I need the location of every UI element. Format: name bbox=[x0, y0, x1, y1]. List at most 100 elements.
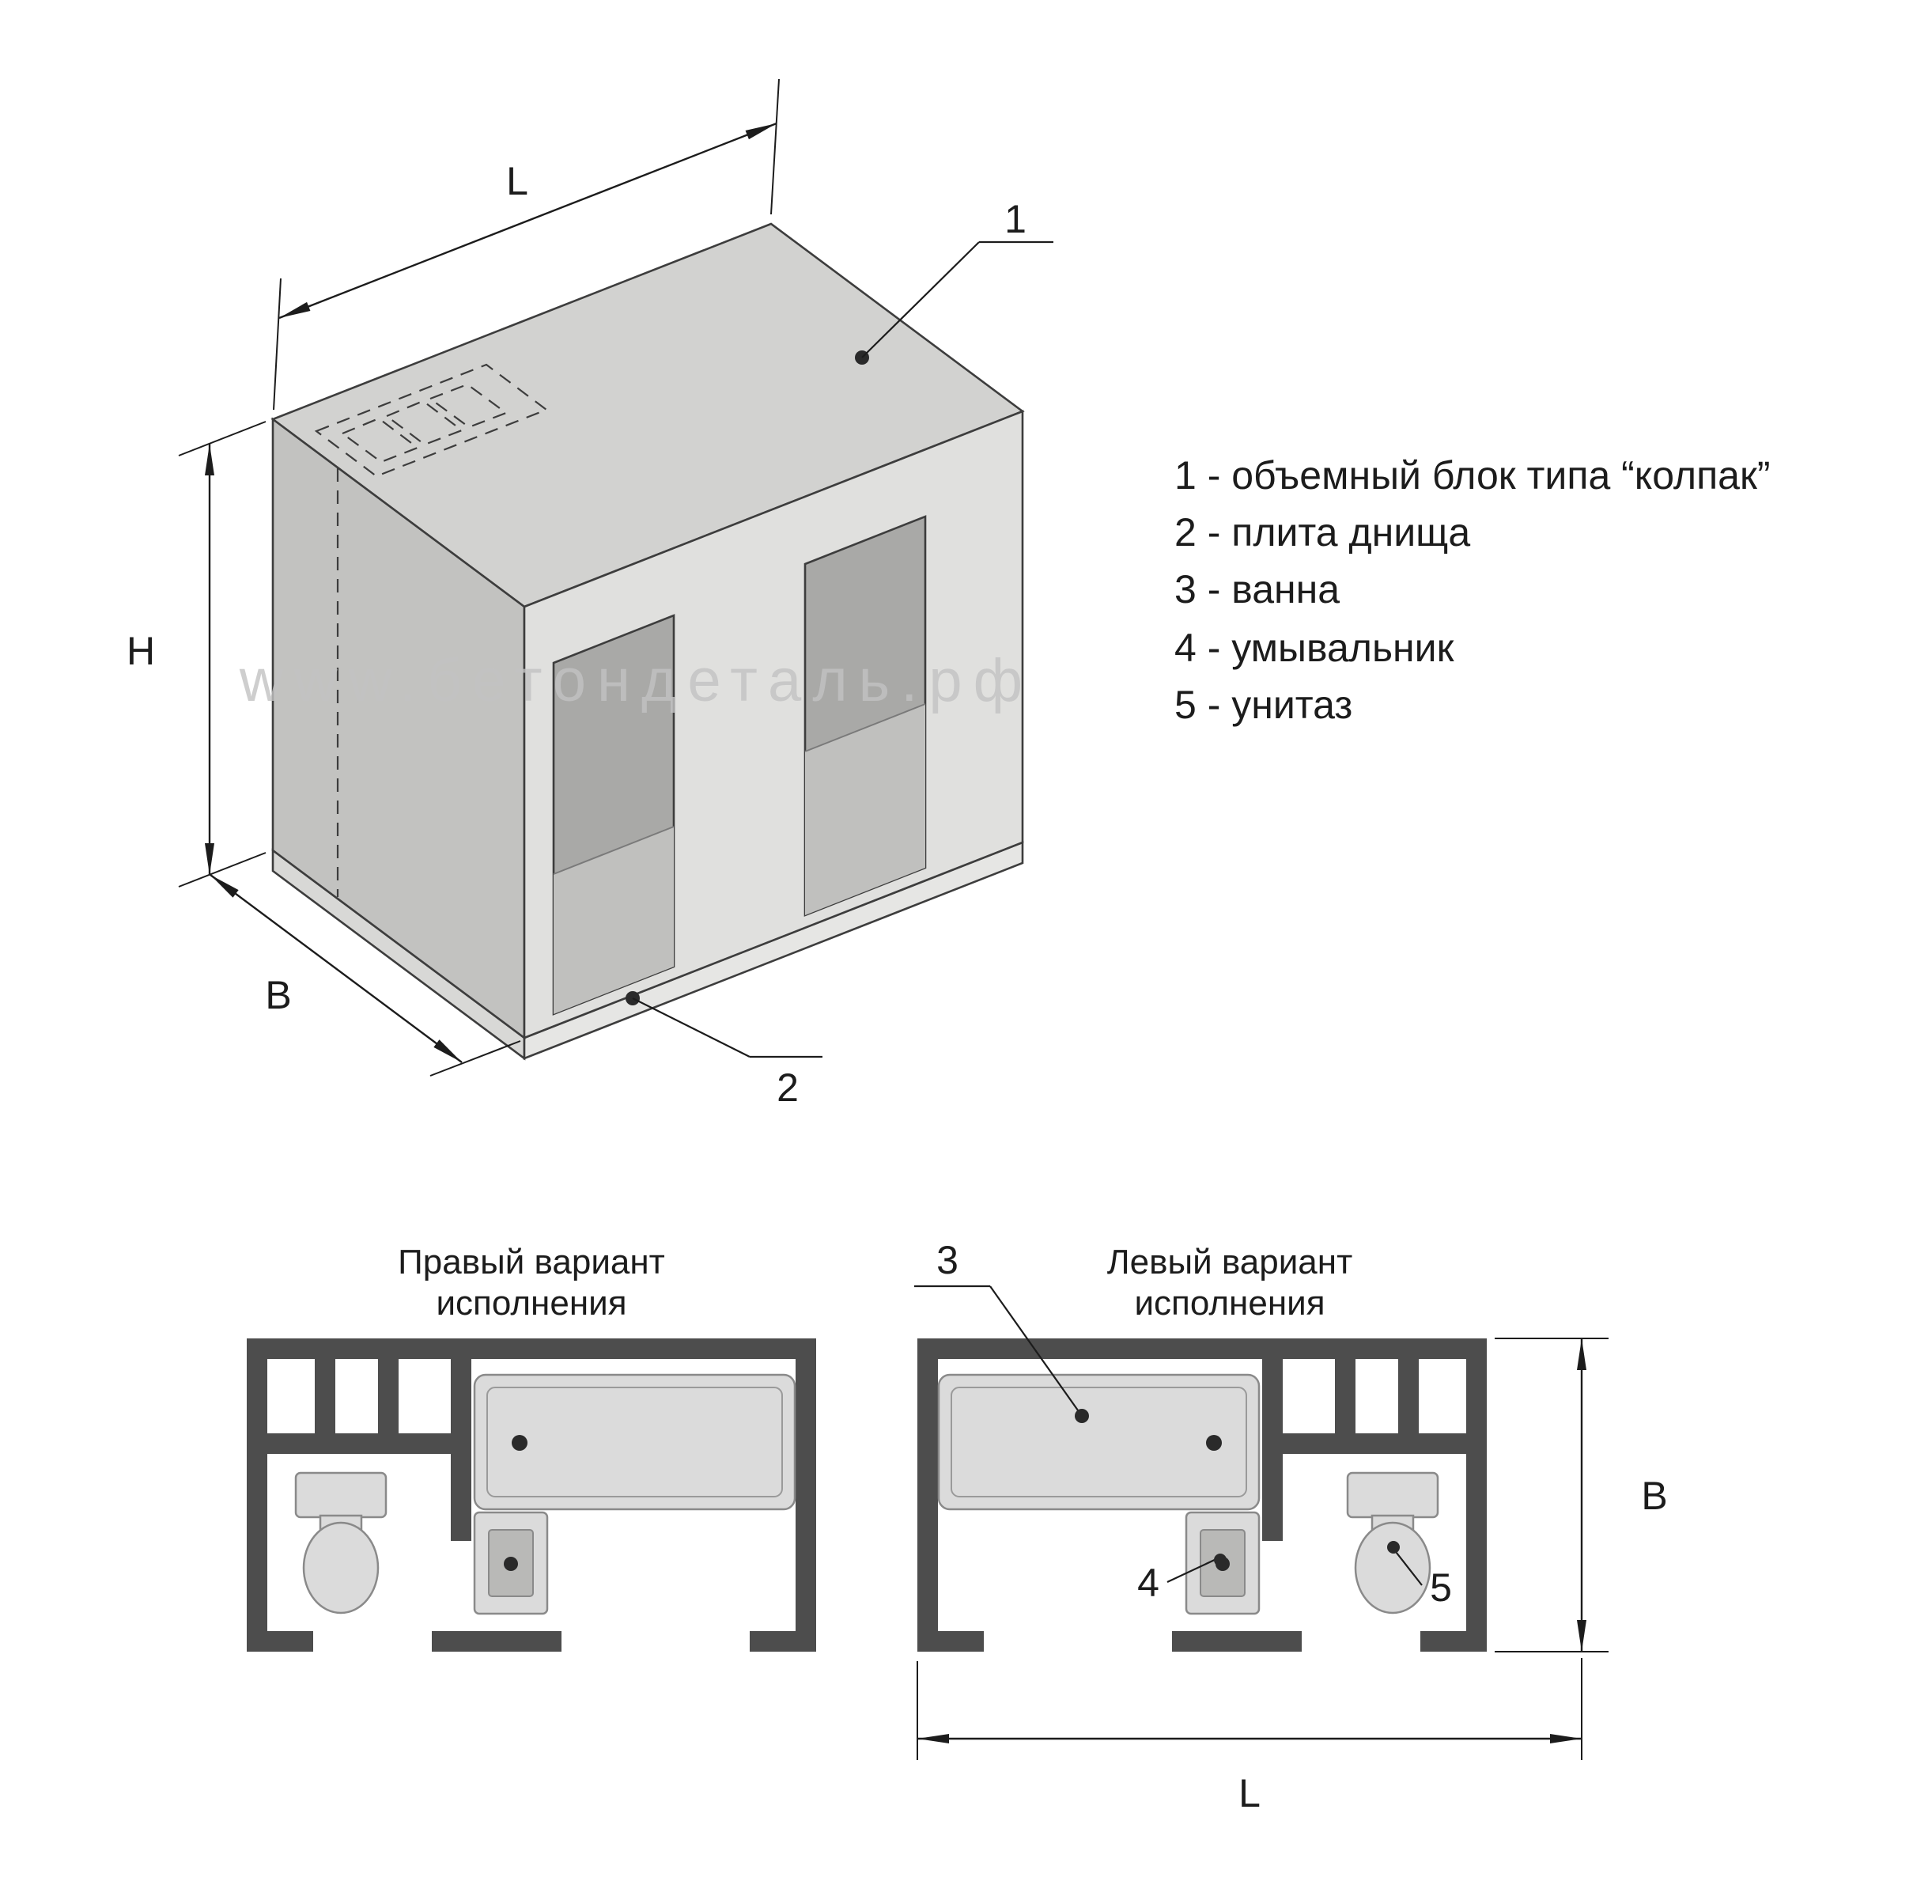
wall-duct-divider-2 bbox=[378, 1359, 399, 1433]
bathtub-inner bbox=[486, 1387, 783, 1497]
isometric-view: L H B 1 2 bbox=[127, 78, 1053, 1110]
dim-h-ext-top bbox=[178, 421, 267, 456]
callout-1-number: 1 bbox=[1004, 197, 1026, 241]
door-1-interior-edge bbox=[553, 826, 675, 875]
wall-partition bbox=[1262, 1454, 1283, 1541]
door-1-floor bbox=[554, 827, 674, 1014]
plan-dim-b-label: B bbox=[1641, 1474, 1667, 1518]
washbasin-dot bbox=[504, 1557, 518, 1571]
legend-item-1: 1 - объемный блок типа “колпак” bbox=[1174, 453, 1771, 498]
plan-dimension-b: B bbox=[1495, 1338, 1668, 1652]
callout-3-dot bbox=[1075, 1409, 1089, 1423]
plan-right-title-line1: Правый вариант bbox=[398, 1243, 665, 1281]
wall-duct-bottom bbox=[1262, 1433, 1466, 1454]
wall-duct-divider-1 bbox=[315, 1359, 335, 1433]
plan-left-toilet bbox=[1346, 1471, 1439, 1614]
wall-duct-end bbox=[1262, 1359, 1283, 1433]
wall-duct-divider-2 bbox=[1398, 1359, 1419, 1433]
wall-right bbox=[796, 1338, 816, 1652]
door-opening-2 bbox=[803, 515, 927, 917]
wall-top bbox=[917, 1338, 1487, 1359]
toilet-tank bbox=[1346, 1471, 1439, 1519]
bathtub-drain-dot bbox=[512, 1435, 527, 1451]
dim-l-line bbox=[278, 122, 777, 320]
plan-right-bathtub bbox=[473, 1373, 796, 1511]
dim-b-label: B bbox=[265, 973, 291, 1017]
plan-left-title-line1: Левый вариант bbox=[1107, 1243, 1352, 1281]
dim-l-ext-left bbox=[273, 278, 282, 411]
dimension-h: H bbox=[127, 421, 267, 888]
plan-dim-l-label: L bbox=[1238, 1771, 1261, 1815]
callout-5-number: 5 bbox=[1430, 1565, 1452, 1610]
plan-right-title-line2: исполнения bbox=[436, 1284, 626, 1323]
plan-left-variant: Левый вариант исполнения bbox=[917, 1243, 1487, 1652]
callout-3: 3 bbox=[914, 1238, 1089, 1423]
callout-4: 4 bbox=[1137, 1554, 1227, 1605]
plan-right-variant: Правый вариант исполнения bbox=[247, 1243, 816, 1652]
toilet-bowl bbox=[302, 1521, 380, 1614]
callout-1: 1 bbox=[855, 197, 1053, 365]
dimension-l: L bbox=[273, 78, 780, 411]
callout-3-leader bbox=[989, 1285, 1083, 1417]
duct-cell-3 bbox=[428, 383, 509, 429]
dim-h-ext-bottom bbox=[178, 852, 267, 888]
plan-right-walls bbox=[247, 1338, 816, 1652]
bathtub-drain-dot bbox=[1206, 1435, 1222, 1451]
door-2-floor bbox=[805, 704, 925, 915]
dimension-b: B bbox=[210, 874, 521, 1077]
toilet-bowl bbox=[1354, 1521, 1431, 1614]
duct-outline bbox=[314, 363, 549, 478]
legend-item-3: 3 - ванна bbox=[1174, 567, 1340, 611]
wall-bottom-right bbox=[1420, 1631, 1487, 1652]
wall-top bbox=[247, 1338, 816, 1359]
callout-5-leader bbox=[1393, 1548, 1423, 1586]
wall-partition bbox=[451, 1454, 471, 1541]
wall-bottom-middle bbox=[432, 1631, 561, 1652]
dim-b-ext-bottom bbox=[429, 1040, 521, 1077]
wall-bottom-left bbox=[247, 1631, 313, 1652]
bathtub-inner bbox=[951, 1387, 1247, 1497]
door-opening-1 bbox=[552, 614, 675, 1016]
legend: 1 - объемный блок типа “колпак” 2 - плит… bbox=[1174, 453, 1771, 727]
callout-4-leader bbox=[1166, 1558, 1219, 1583]
wall-duct-end bbox=[451, 1359, 471, 1433]
plan-right-washbasin bbox=[473, 1511, 549, 1615]
plan-right-toilet bbox=[294, 1471, 388, 1614]
wall-left bbox=[247, 1338, 267, 1652]
wall-bottom-middle bbox=[1172, 1631, 1302, 1652]
legend-item-2: 2 - плита днища bbox=[1174, 510, 1470, 555]
callout-1-leader bbox=[861, 241, 980, 358]
wall-bottom-right bbox=[750, 1631, 816, 1652]
wall-left bbox=[917, 1338, 938, 1652]
plan-dimension-l: L bbox=[917, 1658, 1582, 1815]
wall-duct-divider-1 bbox=[1335, 1359, 1355, 1433]
plan-left-title-line2: исполнения bbox=[1134, 1284, 1325, 1323]
duct-cell-2 bbox=[384, 399, 464, 446]
callout-2: 2 bbox=[626, 991, 822, 1110]
cabin-block bbox=[270, 222, 1025, 1040]
watermark-text: www.бетондеталь.рф bbox=[239, 647, 1034, 714]
plan-left-bathtub bbox=[937, 1373, 1261, 1511]
wall-duct-bottom bbox=[267, 1433, 471, 1454]
callout-2-leader bbox=[632, 997, 750, 1058]
door-2-interior-edge bbox=[804, 703, 926, 752]
dim-h-label: H bbox=[127, 629, 155, 673]
callout-3-number: 3 bbox=[936, 1238, 958, 1282]
callout-4-number: 4 bbox=[1137, 1561, 1159, 1605]
dim-b-line bbox=[210, 874, 463, 1063]
bathtub-outer bbox=[937, 1373, 1261, 1511]
toilet-tank bbox=[294, 1471, 388, 1519]
legend-item-4: 4 - умывальник bbox=[1174, 626, 1455, 670]
callout-2-number: 2 bbox=[777, 1066, 799, 1110]
callout-5-dot bbox=[1387, 1541, 1400, 1554]
dim-l-ext-right bbox=[770, 78, 780, 215]
legend-item-5: 5 - унитаз bbox=[1174, 683, 1352, 727]
dim-l-label: L bbox=[506, 159, 528, 203]
bathtub-outer bbox=[473, 1373, 796, 1511]
wall-bottom-left bbox=[917, 1631, 984, 1652]
plan-left-walls bbox=[917, 1338, 1487, 1652]
wall-right bbox=[1466, 1338, 1487, 1652]
duct-cell-1 bbox=[340, 417, 420, 464]
